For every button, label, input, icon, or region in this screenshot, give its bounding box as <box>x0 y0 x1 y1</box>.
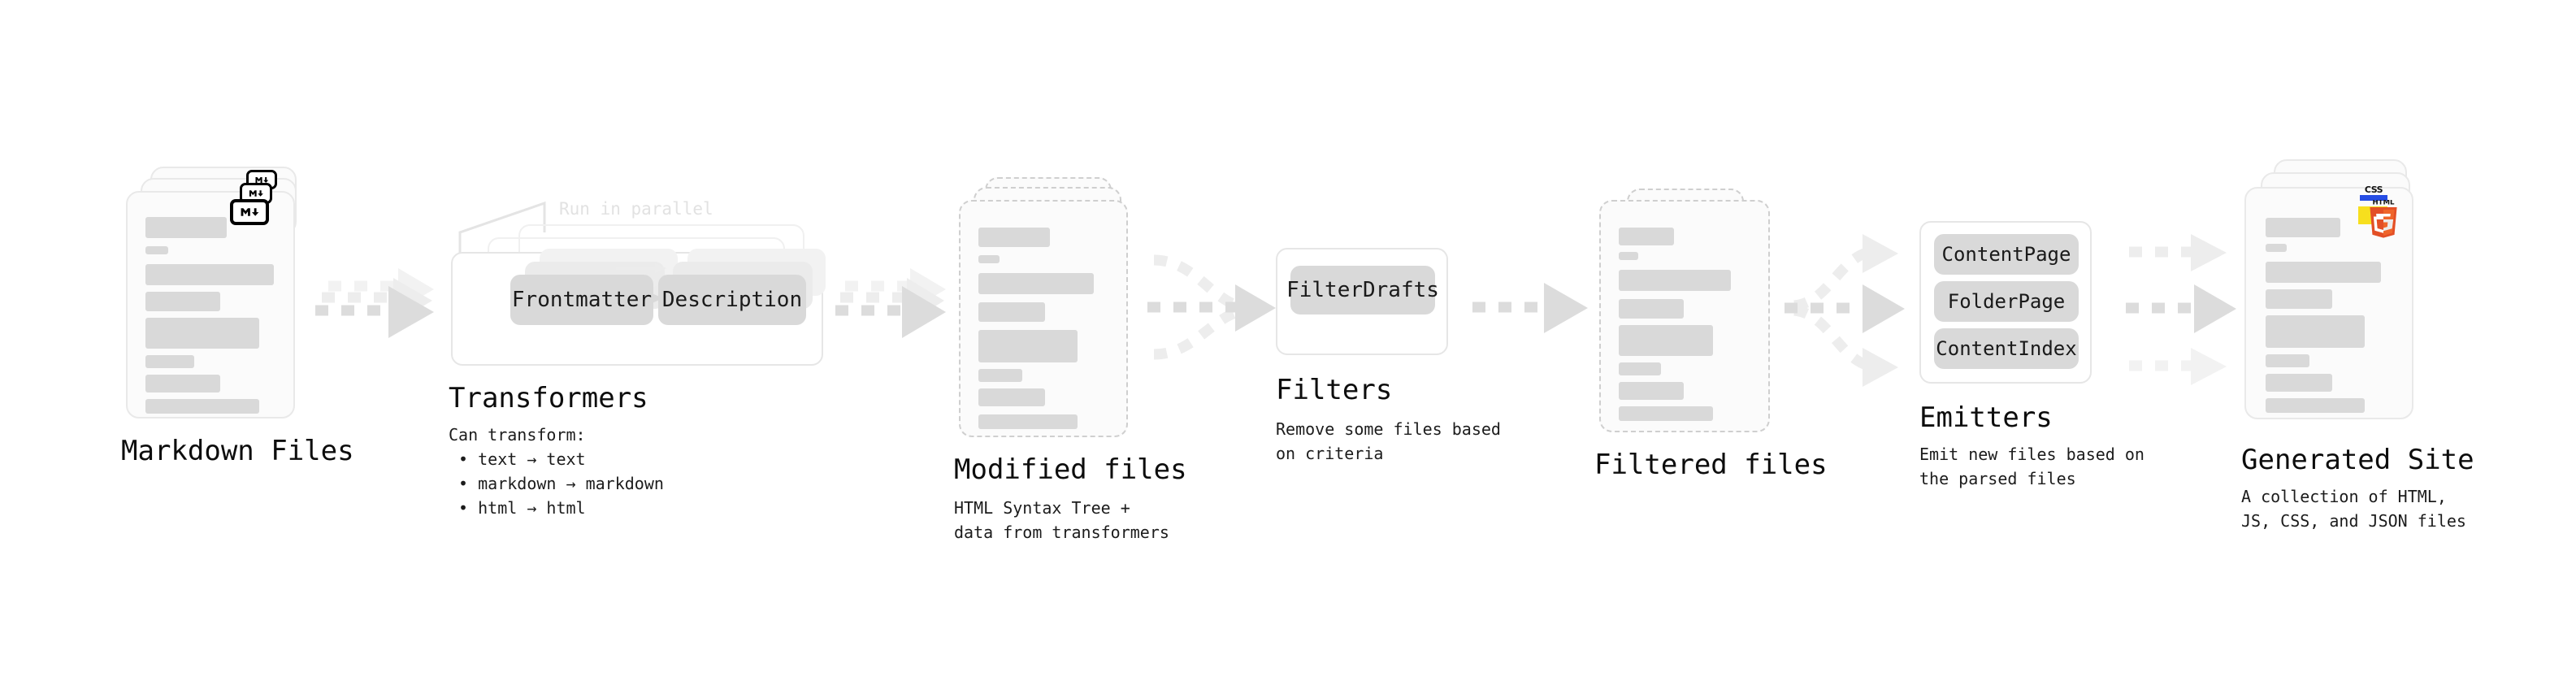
skeleton-bar <box>145 217 227 238</box>
stage-markdown-files: Markdown Files <box>121 167 354 467</box>
connector-transformers-to-modified <box>835 268 946 338</box>
skeleton-bar <box>2266 244 2287 252</box>
skeleton-bar <box>1619 228 1674 245</box>
skeleton-bar <box>1619 299 1684 319</box>
skeleton-bar <box>1619 252 1638 260</box>
stage-title-transformers: Transformers <box>449 382 648 414</box>
filter-node-label: FilterDrafts <box>1286 278 1439 302</box>
skeleton-bar <box>978 302 1045 322</box>
skeleton-bar <box>978 388 1045 406</box>
transformer-node-label: Description <box>661 288 803 312</box>
modified-card-front <box>959 200 1128 437</box>
stage-subtitle-filters: Remove some files based on criteria <box>1276 419 1501 463</box>
connector-modified-to-filters <box>1147 254 1276 360</box>
emitter-node-contentpage[interactable]: ContentPage <box>1934 234 2079 275</box>
emitter-node-label: ContentIndex <box>1936 337 2077 360</box>
skeleton-bar <box>978 369 1022 382</box>
stage-subtitle-modified-files: HTML Syntax Tree + data from transformer… <box>954 498 1169 542</box>
skeleton-bar <box>145 318 259 349</box>
skeleton-bar <box>2266 289 2332 309</box>
stage-title-markdown-files: Markdown Files <box>121 435 354 467</box>
skeleton-bar <box>978 228 1050 247</box>
markdown-icon <box>230 199 269 225</box>
filtered-card-front <box>1599 200 1770 432</box>
skeleton-bar <box>1619 270 1731 291</box>
stage-generated-site: CSS HTML Generated Site A collection of … <box>2241 159 2474 531</box>
stage-subtitle-transformers: Can transform: • text → text • markdown … <box>449 425 664 518</box>
skeleton-bar <box>145 264 274 285</box>
transformer-node-frontmatter[interactable]: Frontmatter <box>510 275 653 325</box>
skeleton-bar <box>145 246 168 254</box>
stage-title-modified-files: Modified files <box>954 453 1187 486</box>
skeleton-bar <box>145 292 220 311</box>
markdown-card-stack <box>126 167 313 419</box>
skeleton-bar <box>1619 382 1684 400</box>
emitter-node-folderpage[interactable]: FolderPage <box>1934 281 2079 322</box>
stage-title-filters: Filters <box>1276 374 1393 406</box>
parallel-brace <box>458 201 546 258</box>
stage-filtered-files: Filtered files <box>1594 189 1828 481</box>
skeleton-bar <box>1619 406 1713 421</box>
stage-subtitle-emitters: Emit new files based on the parsed files <box>1919 445 2144 488</box>
skeleton-bar <box>978 414 1078 429</box>
markdown-card-front <box>126 191 295 419</box>
filter-node-filterdrafts[interactable]: FilterDrafts <box>1286 266 1439 314</box>
annotation-run-in-parallel: Run in parallel <box>559 199 713 219</box>
skeleton-bar <box>1619 362 1661 375</box>
css-icon: CSS <box>2360 184 2387 201</box>
emitter-node-label: FolderPage <box>1947 290 2066 313</box>
filtered-card-stack <box>1599 189 1786 440</box>
site-card-stack: CSS HTML <box>2244 159 2439 427</box>
modified-card-stack <box>959 177 1146 437</box>
skeleton-bar <box>2266 354 2309 367</box>
skeleton-bar <box>145 399 259 414</box>
stage-title-filtered-files: Filtered files <box>1594 449 1828 481</box>
skeleton-bar <box>2266 262 2381 283</box>
connector-filtered-to-emitters <box>1785 234 1905 387</box>
skeleton-bar <box>145 375 220 393</box>
skeleton-bar <box>978 330 1078 362</box>
emitter-node-label: ContentPage <box>1941 243 2071 266</box>
skeleton-bar <box>2266 374 2332 392</box>
connector-emitters-to-site <box>2126 234 2236 385</box>
html5-icon: HTML <box>2370 200 2397 238</box>
skeleton-bar <box>2266 398 2365 413</box>
skeleton-bar <box>2266 315 2365 348</box>
skeleton-bar <box>1619 325 1713 356</box>
stage-modified-files: Modified files HTML Syntax Tree + data f… <box>954 177 1187 542</box>
stage-title-generated-site: Generated Site <box>2241 444 2474 476</box>
skeleton-bar <box>2266 218 2340 237</box>
skeleton-bar <box>978 273 1094 294</box>
svg-text:HTML: HTML <box>2372 200 2395 207</box>
skeleton-bar <box>978 255 1000 263</box>
connector-markdown-to-transformers <box>315 268 434 338</box>
skeleton-bar <box>145 355 194 368</box>
stage-subtitle-generated-site: A collection of HTML, JS, CSS, and JSON … <box>2241 487 2466 531</box>
stage-title-emitters: Emitters <box>1919 401 2053 434</box>
connector-filters-to-filtered <box>1472 283 1588 333</box>
transformer-node-description[interactable]: Description <box>658 275 806 325</box>
emitter-node-contentindex[interactable]: ContentIndex <box>1934 328 2079 369</box>
transformer-node-label: Frontmatter <box>511 288 653 312</box>
